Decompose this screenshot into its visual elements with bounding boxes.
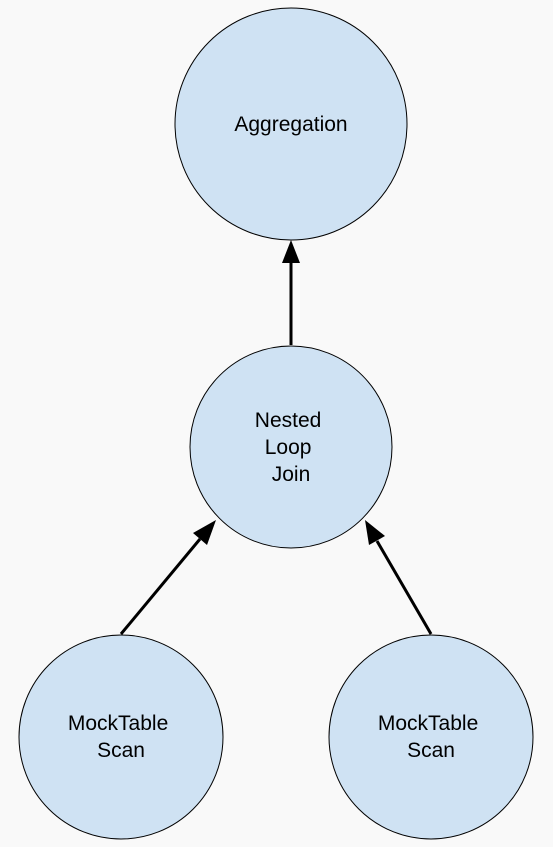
node-nested-loop-join: Nested Loop Join xyxy=(189,345,393,549)
node-label: Nested Loop Join xyxy=(255,409,327,486)
edge-join-to-aggregation xyxy=(282,240,300,345)
edge-right-scan-to-join xyxy=(365,520,433,635)
edge-left-scan-to-join xyxy=(119,520,216,635)
node-label: MockTable Scan xyxy=(378,712,484,762)
node-mocktable-scan-right: MockTable Scan xyxy=(328,634,534,840)
arrowhead-icon xyxy=(282,240,300,263)
arrowhead-icon xyxy=(365,520,385,545)
arrowhead-icon xyxy=(193,520,216,545)
node-aggregation: Aggregation xyxy=(174,7,408,241)
node-label: MockTable Scan xyxy=(68,712,174,762)
node-mocktable-scan-left: MockTable Scan xyxy=(18,634,224,840)
node-label: Aggregation xyxy=(234,113,347,136)
